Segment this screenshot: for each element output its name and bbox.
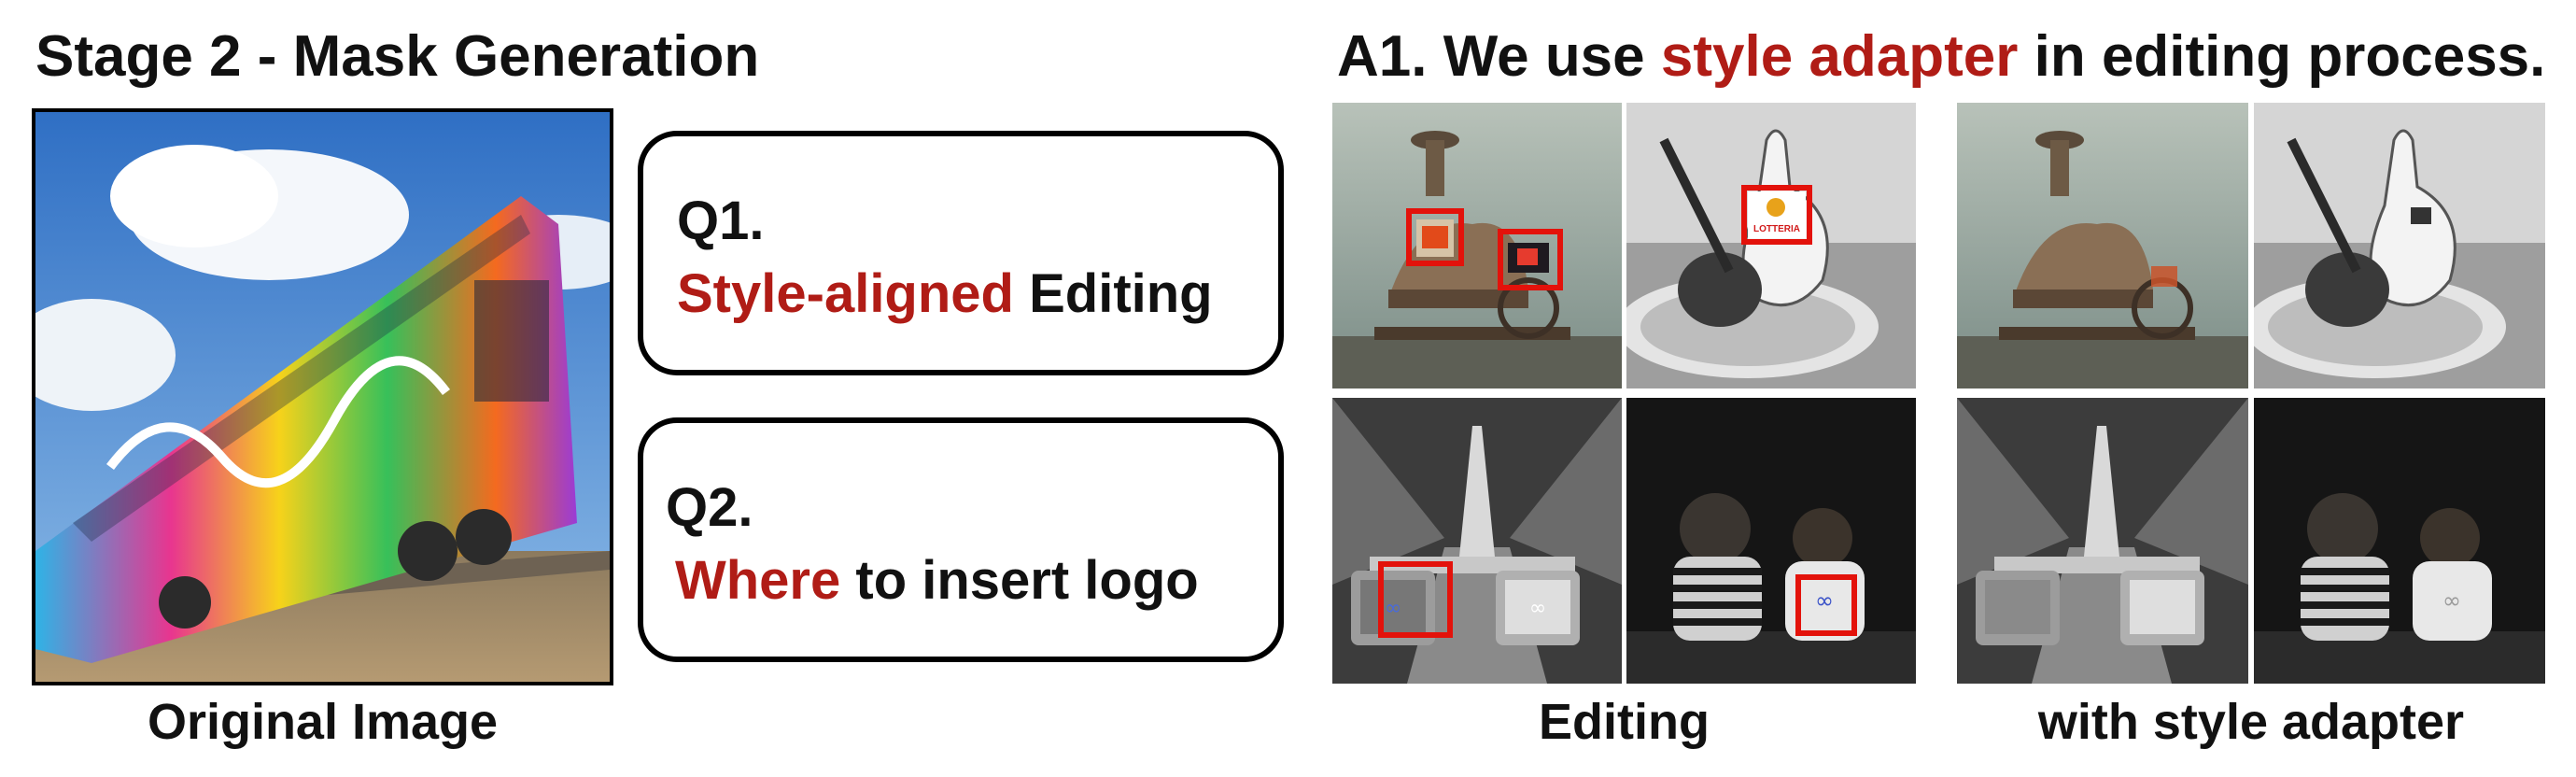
answer-title-prefix: A1. We use	[1337, 24, 1661, 89]
editing-tile-vase: LOTTERIA	[1626, 103, 1916, 388]
answer-title-suffix: in editing process.	[2018, 24, 2546, 89]
detection-box	[1795, 574, 1857, 636]
adapter-tile-children: ∞	[2254, 398, 2545, 684]
lotteria-logo-text: LOTTERIA	[1753, 224, 1800, 234]
q2-number: Q2.	[666, 477, 753, 538]
editing-grid: LOTTERIA ∞ ∞ ∞	[1332, 103, 1916, 684]
svg-text:∞: ∞	[1815, 587, 1834, 614]
answer-title-highlight: style adapter	[1660, 24, 2019, 89]
q1-text: Style-aligned Editing	[677, 258, 1213, 331]
adapter-caption: with style adapter	[2037, 694, 2465, 750]
adapter-tile-horse	[1957, 103, 2248, 388]
answer-title: A1. We use style adapter in editing proc…	[1337, 28, 2545, 86]
svg-text:∞: ∞	[1529, 597, 1546, 620]
detection-box	[1741, 185, 1812, 245]
svg-text:∞: ∞	[2442, 587, 2461, 614]
editing-tile-horse	[1332, 103, 1622, 388]
svg-text:∞: ∞	[1385, 597, 1401, 620]
adapter-tile-hangar	[1957, 398, 2248, 684]
editing-caption: Editing	[1539, 694, 1710, 750]
q2-rest: to insert logo	[840, 550, 1199, 612]
adapter-tile-vase	[2254, 103, 2545, 388]
q2-highlight: Where	[675, 550, 841, 612]
detection-box	[1406, 208, 1464, 266]
q2-text: Where to insert logo	[666, 544, 1199, 617]
question-1-box: Q1. Style-aligned Editing	[638, 131, 1284, 375]
train-graffiti-image	[35, 112, 610, 682]
adapter-grid: ∞	[1957, 103, 2545, 684]
q1-number: Q1.	[677, 191, 765, 251]
stage-title: Stage 2 - Mask Generation	[35, 24, 760, 89]
detection-box	[1378, 561, 1453, 638]
q1-rest: Editing	[1013, 263, 1213, 325]
editing-tile-children: ∞	[1626, 398, 1916, 684]
editing-tile-hangar: ∞ ∞	[1332, 398, 1622, 684]
original-image	[32, 108, 613, 685]
question-2-box: Q2. Where to insert logo	[638, 417, 1284, 662]
q1-highlight: Style-aligned	[677, 263, 1014, 325]
detection-box	[1498, 229, 1563, 290]
original-image-caption: Original Image	[147, 694, 499, 750]
